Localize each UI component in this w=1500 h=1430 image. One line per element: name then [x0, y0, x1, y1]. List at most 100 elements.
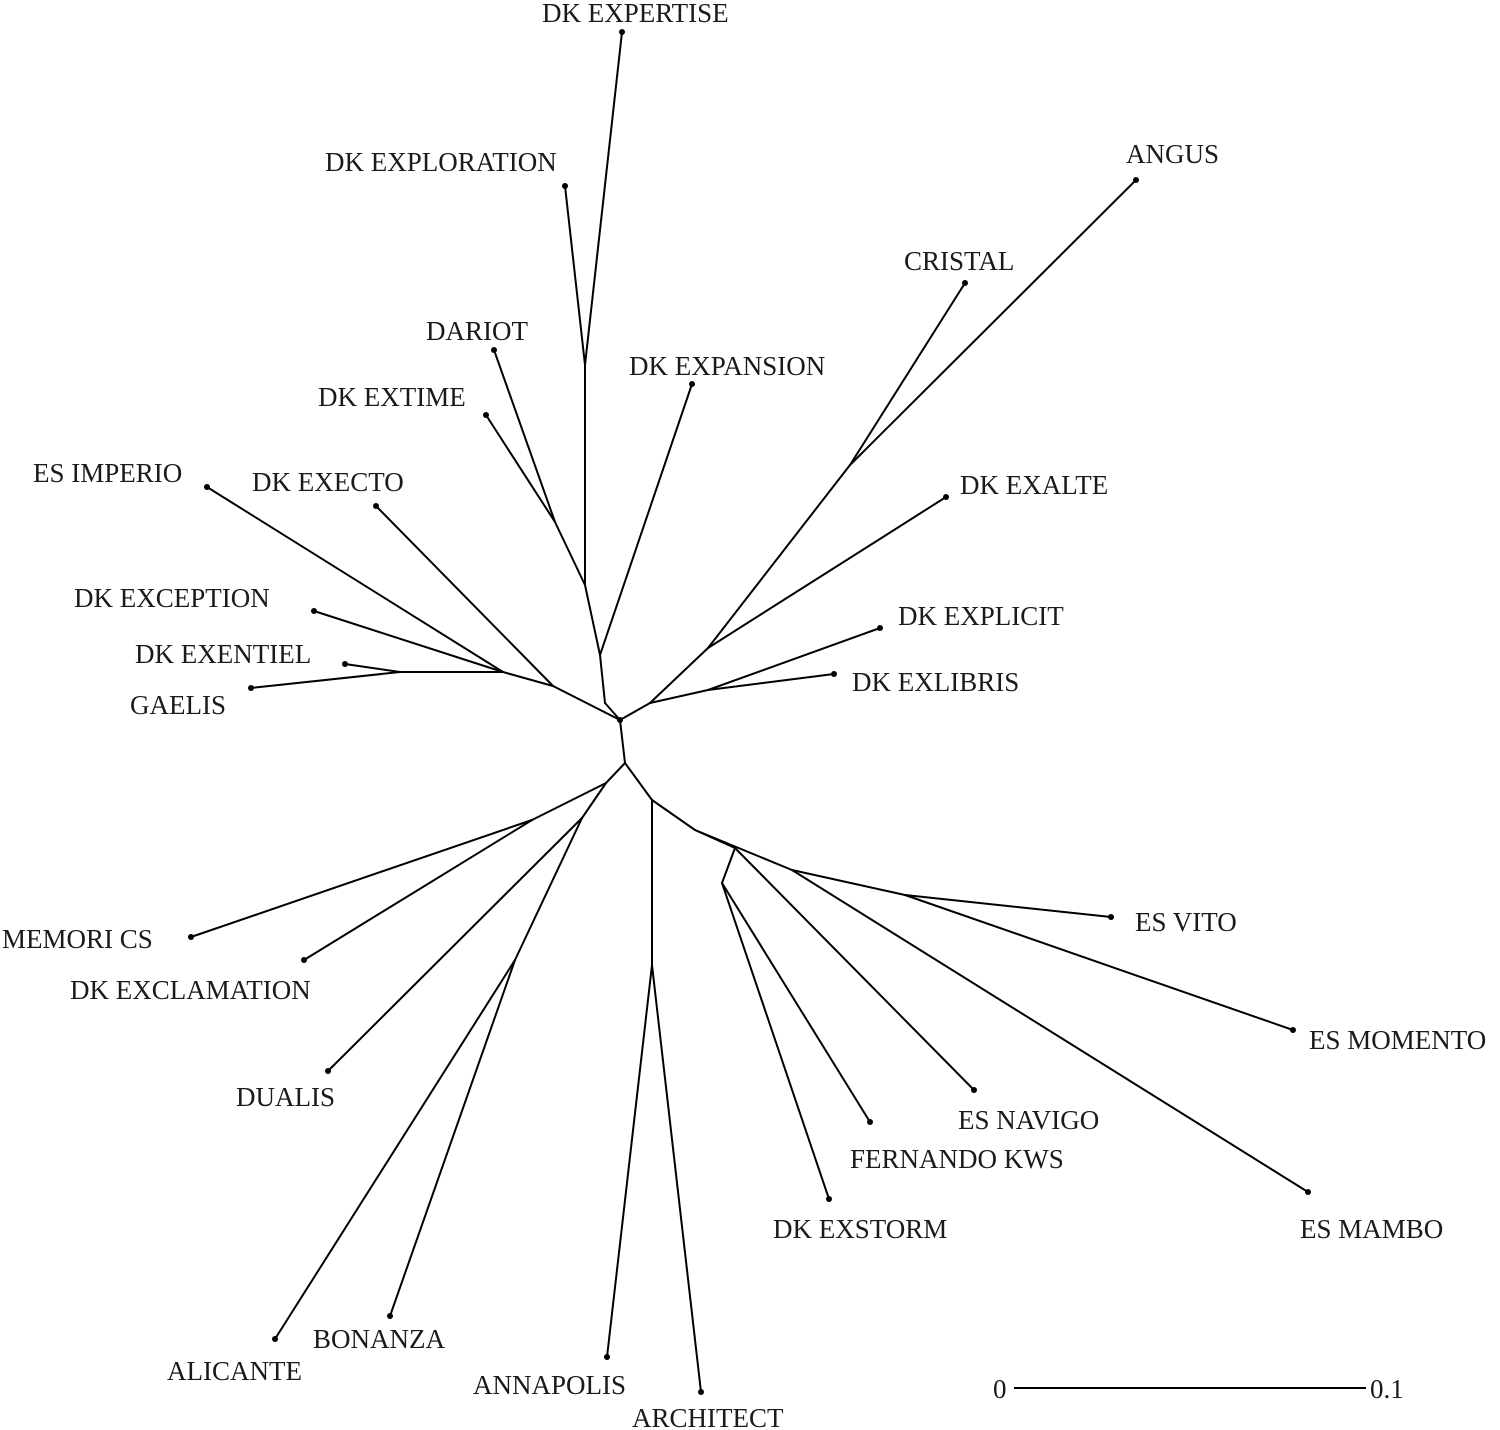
root-node-dot	[617, 717, 623, 723]
leaf-label-dk-expansion: DK EXPANSION	[629, 351, 825, 381]
leaf-dot-es-mambo	[1305, 1189, 1311, 1195]
branch-rA-c1	[604, 702, 621, 721]
branch-b4-b5	[791, 869, 906, 896]
branch-w4-bonanza	[389, 959, 516, 1317]
leaf-label-es-vito: ES VITO	[1135, 907, 1237, 937]
branch-b4-es-mambo	[791, 869, 1309, 1193]
leaf-label-gaelis: GAELIS	[130, 690, 226, 720]
leaf-label-dk-exstorm: DK EXSTORM	[773, 1214, 947, 1244]
leaf-dot-dk-exclamation	[301, 957, 307, 963]
leaf-dot-bonanza	[387, 1313, 393, 1319]
branch-d2-es-imperio	[206, 486, 504, 673]
branch-rB-w1	[605, 762, 626, 784]
leaf-dot-dk-exlibris	[831, 671, 837, 677]
branch-b2-es-navigo	[734, 847, 975, 1091]
branch-u2-u3	[707, 464, 851, 649]
branch-c3-c5	[554, 521, 586, 586]
branch-b3-fernando-kws	[721, 882, 871, 1123]
branch-w2-dk-exclamation	[303, 819, 533, 961]
branch-u3-cristal	[849, 282, 966, 466]
branch-w4-alicante	[274, 959, 516, 1340]
branch-rB-a1	[624, 762, 653, 801]
leaf-label-alicante: ALICANTE	[167, 1356, 302, 1386]
leaf-label-architect: ARCHITECT	[632, 1403, 784, 1430]
branch-b2-b3	[721, 847, 736, 884]
leaf-dot-memori-cs	[188, 934, 194, 940]
leaf-dot-cristal	[962, 280, 968, 286]
leaf-dot-angus	[1133, 177, 1139, 183]
leaf-dot-dk-exalte	[943, 494, 949, 500]
leaf-label-dk-exlibris: DK EXLIBRIS	[852, 667, 1019, 697]
scale-bar-start-label: 0	[993, 1374, 1007, 1404]
leaf-label-memori-cs: MEMORI CS	[2, 924, 153, 954]
scale-bar-end-label: 0.1	[1370, 1374, 1404, 1404]
leaf-label-es-navigo: ES NAVIGO	[958, 1105, 1099, 1135]
branch-w1-w3	[581, 782, 607, 819]
branch-u1-u4	[649, 689, 709, 704]
leaf-label-dk-exclamation: DK EXCLAMATION	[70, 975, 311, 1005]
leaf-label-dualis: DUALIS	[236, 1082, 335, 1112]
leaf-label-dk-extime: DK EXTIME	[318, 382, 466, 412]
leaf-dot-dk-explicit	[877, 625, 883, 631]
leaf-dot-dk-expansion	[689, 381, 695, 387]
branch-w2-memori-cs	[190, 819, 533, 938]
branch-u3-angus	[849, 179, 1137, 466]
leaf-label-dk-exentiel: DK EXENTIEL	[135, 639, 311, 669]
leaf-dot-dk-exstorm	[826, 1196, 832, 1202]
branch-c4-dk-expertise	[584, 31, 623, 366]
leaf-dot-fernando-kws	[867, 1119, 873, 1125]
branch-c2-c3	[584, 584, 601, 656]
branch-c4-dk-exploration	[564, 185, 586, 366]
leaf-dot-dk-exentiel	[342, 661, 348, 667]
leaf-dot-dk-execto	[373, 503, 379, 509]
branch-rA-u1	[619, 702, 651, 721]
leaf-label-bonanza: BONANZA	[313, 1324, 445, 1354]
branch-rA-d1	[552, 685, 621, 721]
leaf-label-fernando-kws: FERNANDO KWS	[850, 1144, 1064, 1174]
branch-d1-d2	[502, 671, 554, 687]
leaf-label-es-mambo: ES MAMBO	[1300, 1214, 1443, 1244]
leaf-label-dk-exception: DK EXCEPTION	[74, 583, 270, 613]
branch-w3-w4	[514, 817, 583, 961]
leaf-label-es-momento: ES MOMENTO	[1309, 1025, 1486, 1055]
leaf-dot-dualis	[325, 1068, 331, 1074]
branch-u4-dk-explicit	[707, 627, 881, 691]
leaf-label-es-imperio: ES IMPERIO	[33, 458, 182, 488]
branch-b1-b4	[694, 829, 793, 871]
branch-d3-gaelis	[250, 671, 401, 689]
leaf-label-dk-exploration: DK EXPLORATION	[325, 147, 557, 177]
branch-u2-dk-exalte	[707, 496, 947, 649]
leaf-label-dk-expertise: DK EXPERTISE	[542, 0, 729, 28]
leaf-label-dariot: DARIOT	[426, 316, 528, 346]
branch-a2-architect	[651, 964, 702, 1393]
branch-b5-es-vito	[904, 894, 1112, 918]
branch-b3-dk-exstorm	[721, 882, 830, 1200]
tree-branches	[190, 31, 1309, 1393]
leaf-label-annapolis: ANNAPOLIS	[473, 1370, 626, 1400]
branch-c5-dk-extime	[485, 414, 556, 523]
scale-bar: 0 0.1	[993, 1374, 1404, 1404]
branch-c2-dk-expansion	[599, 383, 693, 656]
leaf-dot-gaelis	[248, 685, 254, 691]
leaf-label-dk-explicit: DK EXPLICIT	[898, 601, 1064, 631]
branch-u1-u2	[649, 647, 709, 704]
leaf-dot-architect	[698, 1389, 704, 1395]
leaf-dot-dk-exploration	[562, 183, 568, 189]
leaf-dot-annapolis	[604, 1354, 610, 1360]
branch-a1-b1	[651, 799, 696, 831]
leaf-dot-dariot	[491, 347, 497, 353]
leaf-dot-dk-expertise	[619, 29, 625, 35]
branch-d3-dk-exentiel	[344, 663, 401, 673]
branch-c1-c2	[599, 654, 606, 704]
leaf-dot-es-momento	[1290, 1027, 1296, 1033]
leaf-label-dk-exalte: DK EXALTE	[960, 470, 1108, 500]
leaf-label-angus: ANGUS	[1126, 139, 1219, 169]
branch-w1-w2	[531, 782, 607, 821]
leaf-dot-es-navigo	[971, 1087, 977, 1093]
leaf-dot-es-vito	[1108, 914, 1114, 920]
branch-d2-dk-exception	[313, 610, 504, 673]
branch-d1-dk-execto	[375, 505, 554, 687]
leaf-dot-alicante	[272, 1336, 278, 1342]
